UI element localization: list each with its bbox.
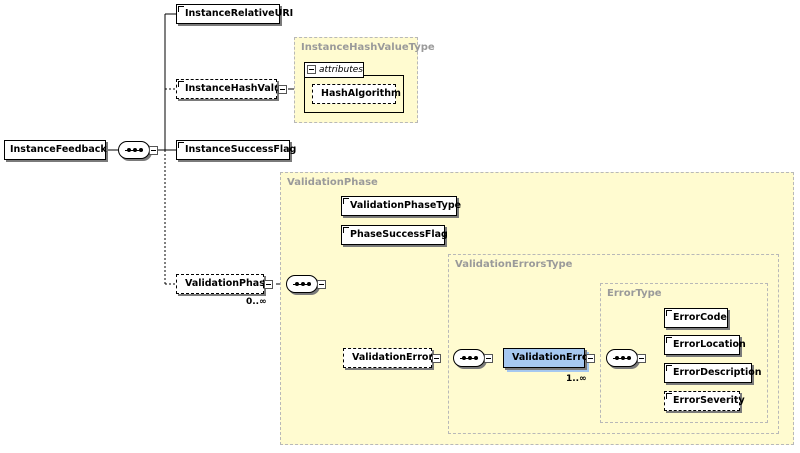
element-mark-icon (666, 310, 672, 316)
element-instance-hash-value[interactable]: InstanceHashValue (176, 79, 287, 99)
element-label: PhaseSuccessFlag (350, 229, 448, 240)
sequence-compositor-icon[interactable] (286, 275, 318, 293)
element-error-severity[interactable]: ErrorSeverity (664, 391, 745, 411)
type-label: InstanceHashValueType (301, 42, 435, 53)
element-label: ValidationError (512, 352, 594, 363)
element-error-description[interactable]: ErrorDescription (664, 363, 762, 383)
element-phase-success-flag[interactable]: PhaseSuccessFlag (341, 225, 448, 245)
element-label: ErrorLocation (673, 339, 746, 350)
collapse-icon[interactable] (484, 354, 493, 363)
element-label: ErrorCode (673, 312, 727, 323)
element-label: ErrorDescription (673, 367, 762, 378)
element-mark-icon (178, 81, 184, 87)
sequence-compositor-icon[interactable] (606, 349, 638, 367)
attributes-tab[interactable]: attributes (304, 62, 364, 78)
element-mark-icon (343, 227, 349, 233)
element-label: ValidationErrors (352, 352, 439, 363)
attributes-label: attributes (319, 65, 363, 75)
element-label: InstanceHashValue (185, 83, 288, 94)
collapse-icon[interactable] (149, 146, 158, 155)
element-validation-errors[interactable]: ValidationErrors (343, 348, 439, 368)
element-validation-phase[interactable]: ValidationPhase (176, 274, 271, 294)
element-validation-phase-type[interactable]: ValidationPhaseType (341, 196, 461, 216)
element-mark-icon (343, 198, 349, 204)
collapse-icon[interactable] (586, 354, 595, 363)
attribute-hash-algorithm[interactable]: HashAlgorithm (312, 84, 401, 104)
collapse-icon[interactable] (307, 65, 316, 74)
type-label: ValidationErrorsType (455, 259, 573, 270)
sequence-compositor-icon[interactable] (453, 349, 485, 367)
element-validation-error[interactable]: ValidationError (503, 348, 593, 368)
element-mark-icon (666, 393, 672, 399)
element-label: InstanceRelativeURI (185, 8, 294, 19)
multiplicity-label: 1..∞ (566, 374, 587, 384)
element-instance-relative-uri[interactable]: InstanceRelativeURI (176, 4, 293, 24)
collapse-icon[interactable] (278, 85, 287, 94)
element-instance-feedback[interactable]: InstanceFeedback (4, 140, 107, 160)
sequence-compositor-icon[interactable] (118, 141, 150, 159)
element-mark-icon (666, 337, 672, 343)
element-mark-icon (178, 6, 184, 12)
element-label: ValidationPhaseType (350, 200, 462, 211)
element-instance-success-flag[interactable]: InstanceSuccessFlag (176, 140, 296, 160)
collapse-icon[interactable] (432, 354, 441, 363)
element-label: ValidationPhase (185, 278, 272, 289)
collapse-icon[interactable] (317, 280, 326, 289)
type-label: ValidationPhase (287, 177, 378, 188)
element-label: InstanceFeedback (10, 144, 107, 155)
type-label: ErrorType (607, 288, 662, 299)
element-mark-icon (666, 365, 672, 371)
element-label: ErrorSeverity (673, 395, 745, 406)
attribute-label: HashAlgorithm (321, 88, 401, 99)
element-error-code[interactable]: ErrorCode (664, 308, 728, 328)
multiplicity-label: 0..∞ (246, 297, 267, 307)
element-error-location[interactable]: ErrorLocation (664, 335, 746, 355)
collapse-icon[interactable] (637, 354, 646, 363)
element-mark-icon (178, 142, 184, 148)
collapse-icon[interactable] (264, 280, 273, 289)
element-label: InstanceSuccessFlag (185, 144, 297, 155)
